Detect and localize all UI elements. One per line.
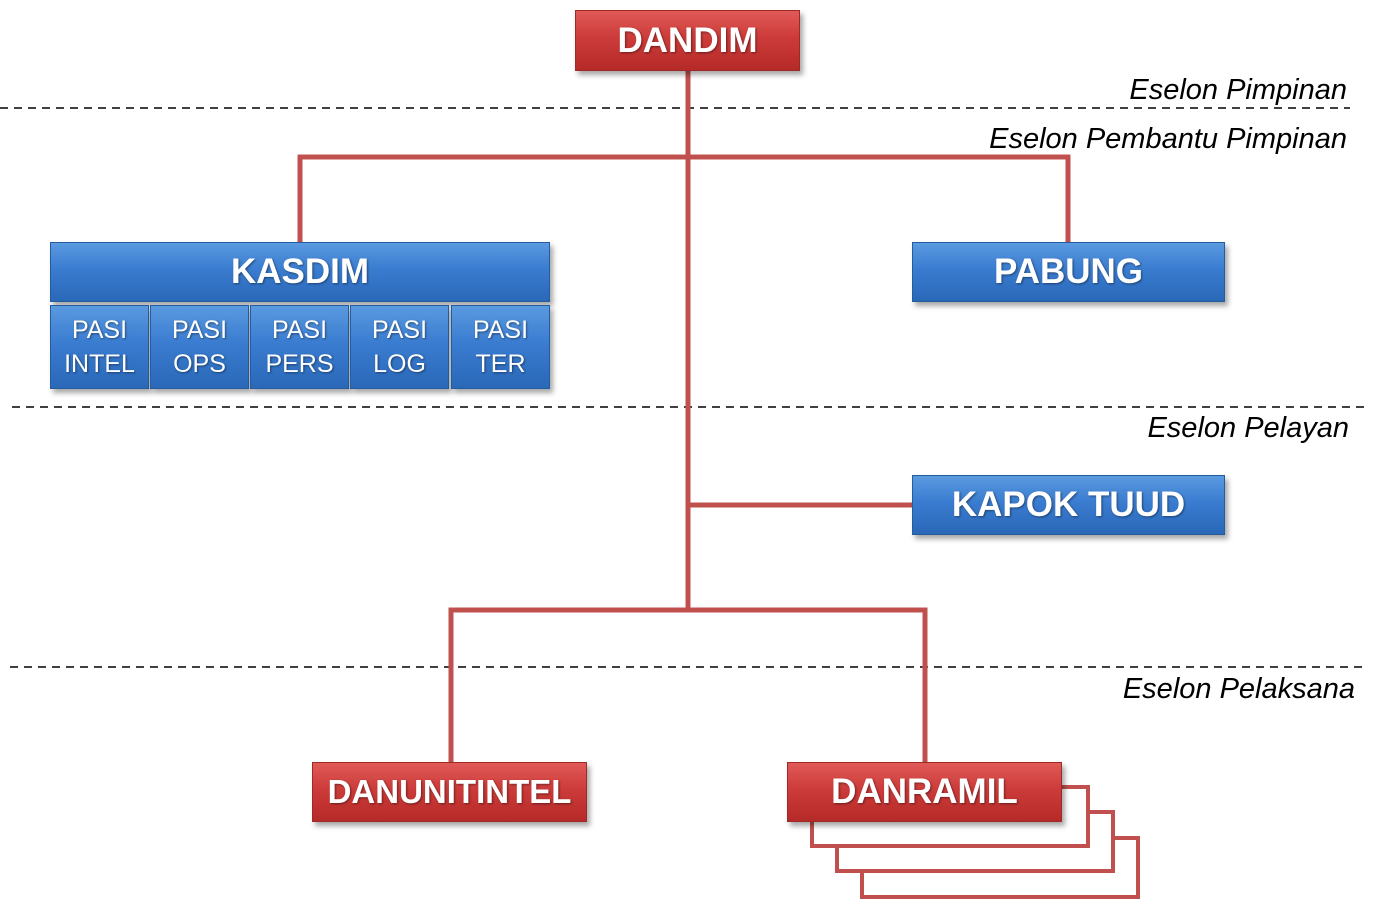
pasi-pers-line1: PASI xyxy=(271,316,328,344)
node-danramil-label: DANRAMIL xyxy=(831,772,1018,811)
pasi-log-line1: PASI xyxy=(371,316,428,344)
connector-danunitintel-danramil xyxy=(448,607,928,763)
node-kapok-tuud-label: KAPOK TUUD xyxy=(951,485,1186,524)
pasi-intel-line1: PASI xyxy=(71,316,128,344)
node-pasi-ops[interactable]: PASI OPS xyxy=(150,305,249,389)
echelon-label-pelayan: Eselon Pelayan xyxy=(1147,412,1349,444)
node-danunitintel[interactable]: DANUNITINTEL xyxy=(312,762,587,822)
echelon-label-pelaksana: Eselon Pelaksana xyxy=(1122,673,1355,705)
node-pasi-log[interactable]: PASI LOG xyxy=(350,305,449,389)
node-pasi-ter[interactable]: PASI TER xyxy=(451,305,550,389)
echelon-label-pimpinan: Eselon Pimpinan xyxy=(1129,74,1347,106)
node-pabung-label: PABUNG xyxy=(993,252,1144,291)
node-kasdim[interactable]: KASDIM xyxy=(50,242,550,302)
pasi-ops-line1: PASI xyxy=(171,316,228,344)
node-dandim-label: DANDIM xyxy=(617,20,758,60)
node-pasi-pers[interactable]: PASI PERS xyxy=(250,305,349,389)
node-kasdim-label: KASDIM xyxy=(230,252,370,291)
node-kapok-tuud[interactable]: KAPOK TUUD xyxy=(912,475,1225,535)
pasi-ter-line2: TER xyxy=(475,350,526,378)
node-pasi-intel[interactable]: PASI INTEL xyxy=(50,305,149,389)
pasi-intel-line2: INTEL xyxy=(64,350,135,378)
node-danramil[interactable]: DANRAMIL xyxy=(787,762,1062,822)
node-danunitintel-label: DANUNITINTEL xyxy=(327,773,572,810)
node-dandim[interactable]: DANDIM xyxy=(575,10,800,71)
pasi-ter-line1: PASI xyxy=(472,316,529,344)
connector-kasdim-pabung xyxy=(297,154,1071,243)
pasi-ops-line2: OPS xyxy=(173,350,226,378)
echelon-label-pembantu-pimpinan: Eselon Pembantu Pimpinan xyxy=(989,123,1347,155)
pasi-pers-line2: PERS xyxy=(265,350,334,378)
node-pabung[interactable]: PABUNG xyxy=(912,242,1225,302)
pasi-log-line2: LOG xyxy=(373,350,426,378)
